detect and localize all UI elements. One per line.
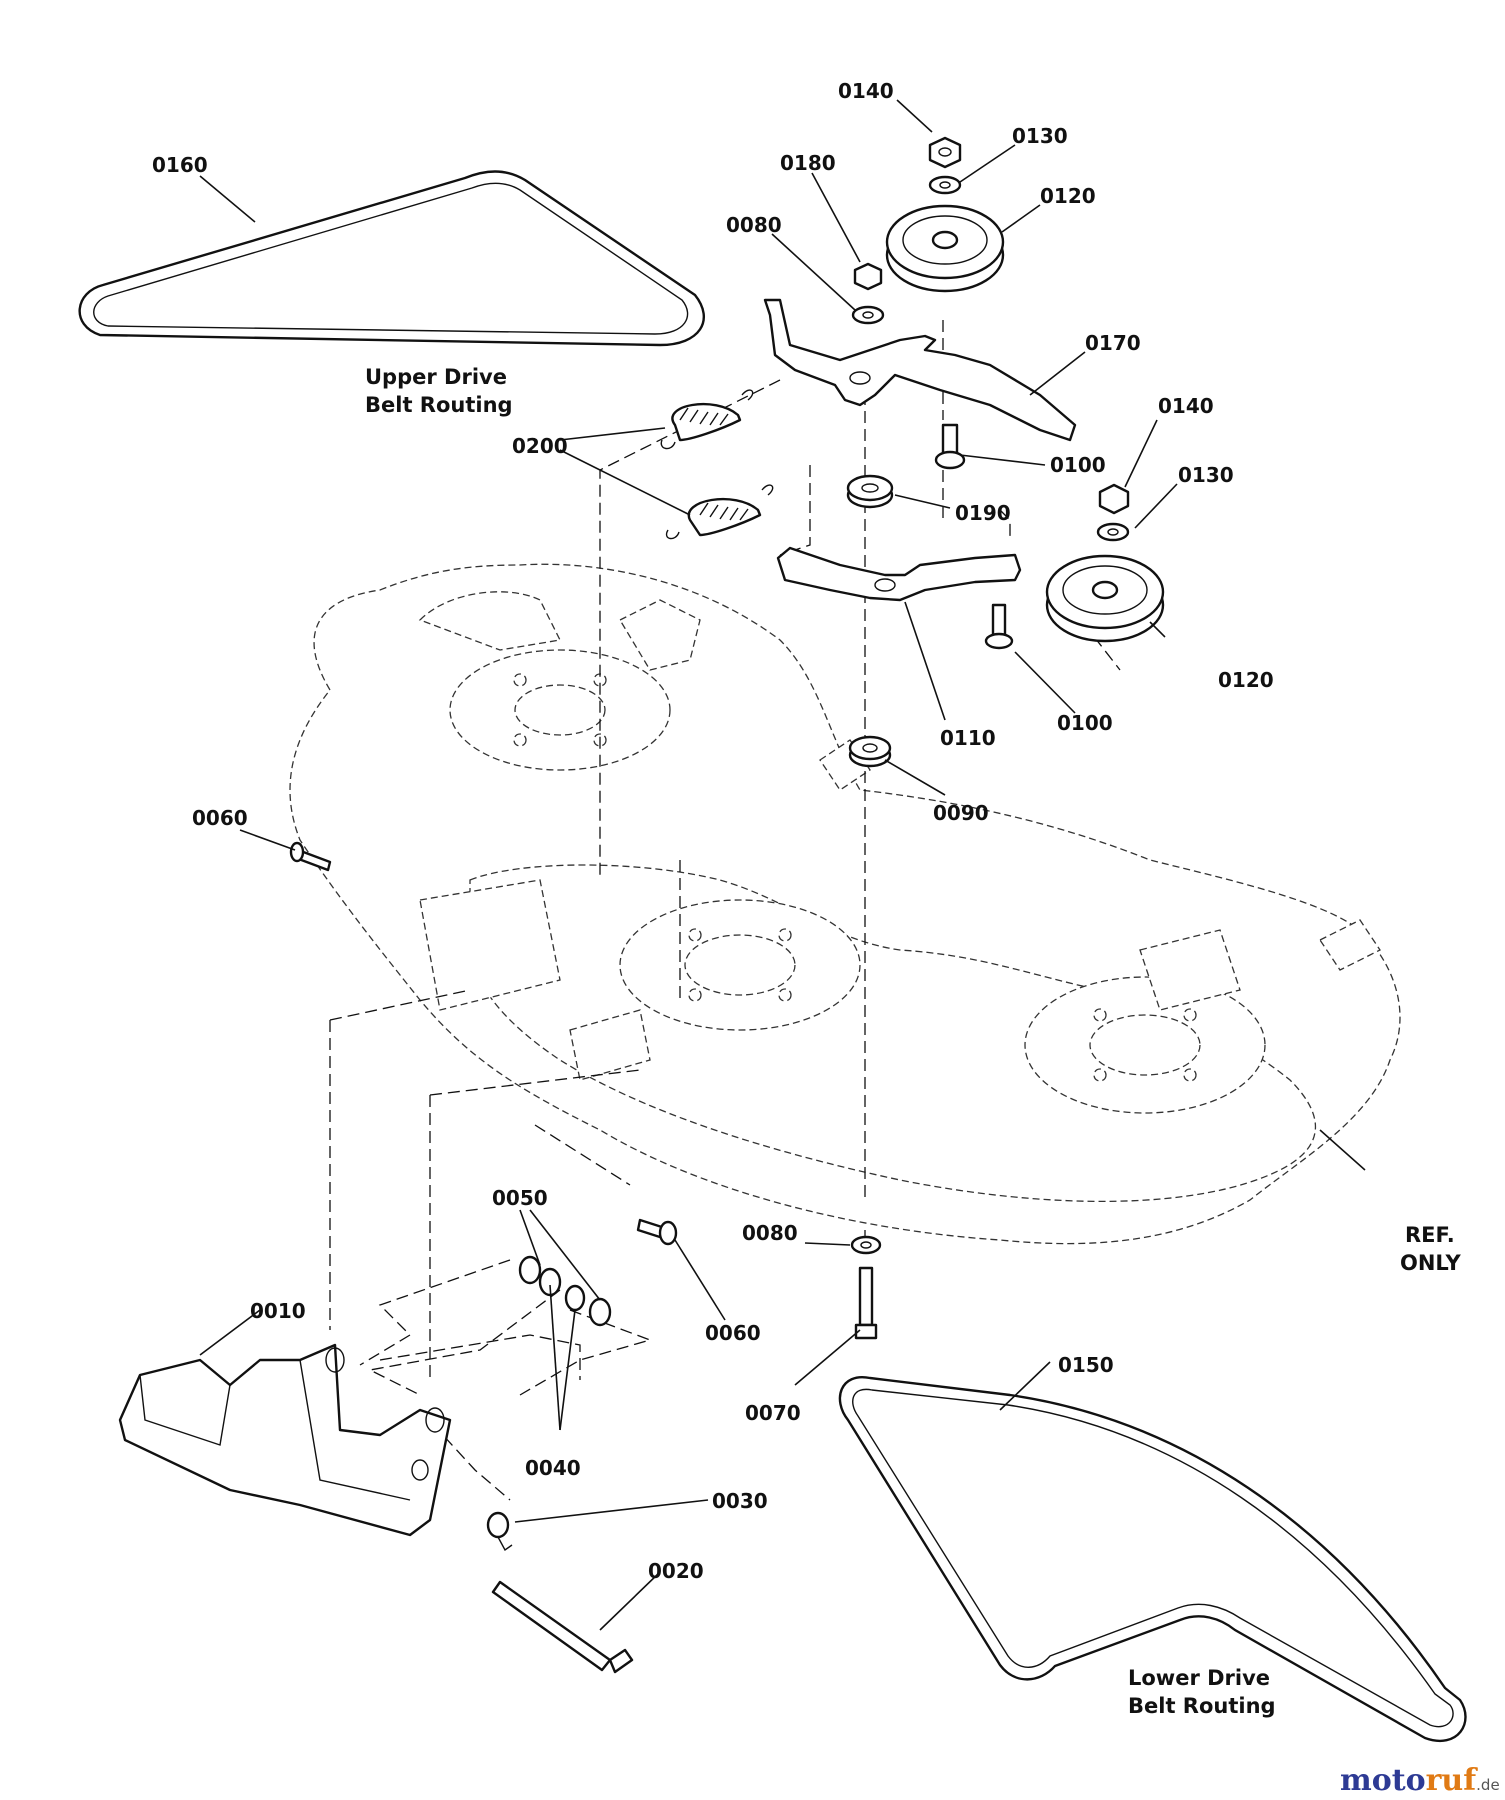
nut-0180 — [853, 262, 883, 291]
label-0120-upper: 0120 — [1040, 184, 1096, 208]
label-0100-upper: 0100 — [1050, 453, 1106, 477]
bolt-0100-upper — [934, 423, 966, 470]
caption-lower-belt-line2: Belt Routing — [1128, 1694, 1276, 1718]
spring-0200-lower — [665, 484, 774, 540]
bushing-set-0050-0040 — [518, 1255, 612, 1327]
washer-0080-upper — [851, 305, 885, 325]
idler-pulley-lower — [1045, 554, 1165, 643]
nut-0140-upper — [928, 136, 962, 169]
label-0140-lower: 0140 — [1158, 394, 1214, 418]
spring-0200-upper — [660, 389, 754, 450]
watermark-logo: motoruf.de — [1340, 1763, 1500, 1798]
svg-text:motoruf.de: motoruf.de — [1340, 1763, 1500, 1798]
rod-0020 — [491, 1580, 634, 1674]
idler-pulley-upper — [885, 204, 1005, 293]
label-0130-upper: 0130 — [1012, 124, 1068, 148]
captions: Upper Drive Belt Routing Lower Drive Bel… — [365, 365, 1462, 1718]
hairpin-clip-0030 — [486, 1511, 513, 1552]
label-0160: 0160 — [152, 153, 208, 177]
washer-0130-upper — [928, 175, 962, 195]
label-0030: 0030 — [712, 1489, 768, 1513]
label-0200: 0200 — [512, 434, 568, 458]
leader-lines — [199, 99, 1366, 1631]
washer-0080-lower — [850, 1235, 882, 1255]
caption-upper-belt-line2: Belt Routing — [365, 393, 513, 417]
watermark-part-a: moto — [1340, 1763, 1426, 1798]
label-0170: 0170 — [1085, 331, 1141, 355]
upper-drive-belt — [78, 170, 705, 347]
bolt-0060-right — [636, 1218, 678, 1246]
label-0080-upper: 0080 — [726, 213, 782, 237]
nut-0140-lower — [1098, 483, 1130, 515]
label-0040: 0040 — [525, 1456, 581, 1480]
caption-upper-belt-line1: Upper Drive — [365, 365, 507, 389]
spacer-0190 — [846, 474, 894, 509]
label-0130-lower: 0130 — [1178, 463, 1234, 487]
front-bracket-0010 — [118, 1343, 452, 1537]
label-0080-lower: 0080 — [742, 1221, 798, 1245]
label-0060-left: 0060 — [192, 806, 248, 830]
lower-drive-belt — [838, 1375, 1467, 1742]
label-0110: 0110 — [940, 726, 996, 750]
watermark-part-c: .de — [1476, 1776, 1500, 1794]
label-0180: 0180 — [780, 151, 836, 175]
caption-lower-belt-line1: Lower Drive — [1128, 1666, 1270, 1690]
label-0050: 0050 — [492, 1186, 548, 1210]
label-0060-right: 0060 — [705, 1321, 761, 1345]
label-0020: 0020 — [648, 1559, 704, 1583]
bolt-0070 — [854, 1266, 878, 1340]
label-0100-lower: 0100 — [1057, 711, 1113, 735]
bolt-0060-left — [289, 841, 332, 872]
label-0140-upper: 0140 — [838, 79, 894, 103]
label-0120-lower: 0120 — [1218, 668, 1274, 692]
label-0090: 0090 — [933, 801, 989, 825]
part-number-labels: 0140 0130 0180 0120 0080 0160 0170 0140 … — [152, 79, 1274, 1583]
spacer-0090 — [848, 735, 892, 768]
idler-arm-lower — [776, 546, 1022, 602]
idler-arm-upper — [763, 298, 1077, 442]
label-0010: 0010 — [250, 1299, 306, 1323]
watermark-part-b: ruf — [1426, 1763, 1479, 1798]
bolt-0100-lower — [984, 603, 1014, 650]
caption-ref-line2: ONLY — [1400, 1251, 1462, 1275]
washer-0130-lower — [1096, 522, 1130, 542]
label-0190: 0190 — [955, 501, 1011, 525]
caption-ref-line1: REF. — [1405, 1223, 1455, 1247]
label-0150: 0150 — [1058, 1353, 1114, 1377]
mower-deck-ref — [289, 563, 1401, 1245]
label-0070: 0070 — [745, 1401, 801, 1425]
